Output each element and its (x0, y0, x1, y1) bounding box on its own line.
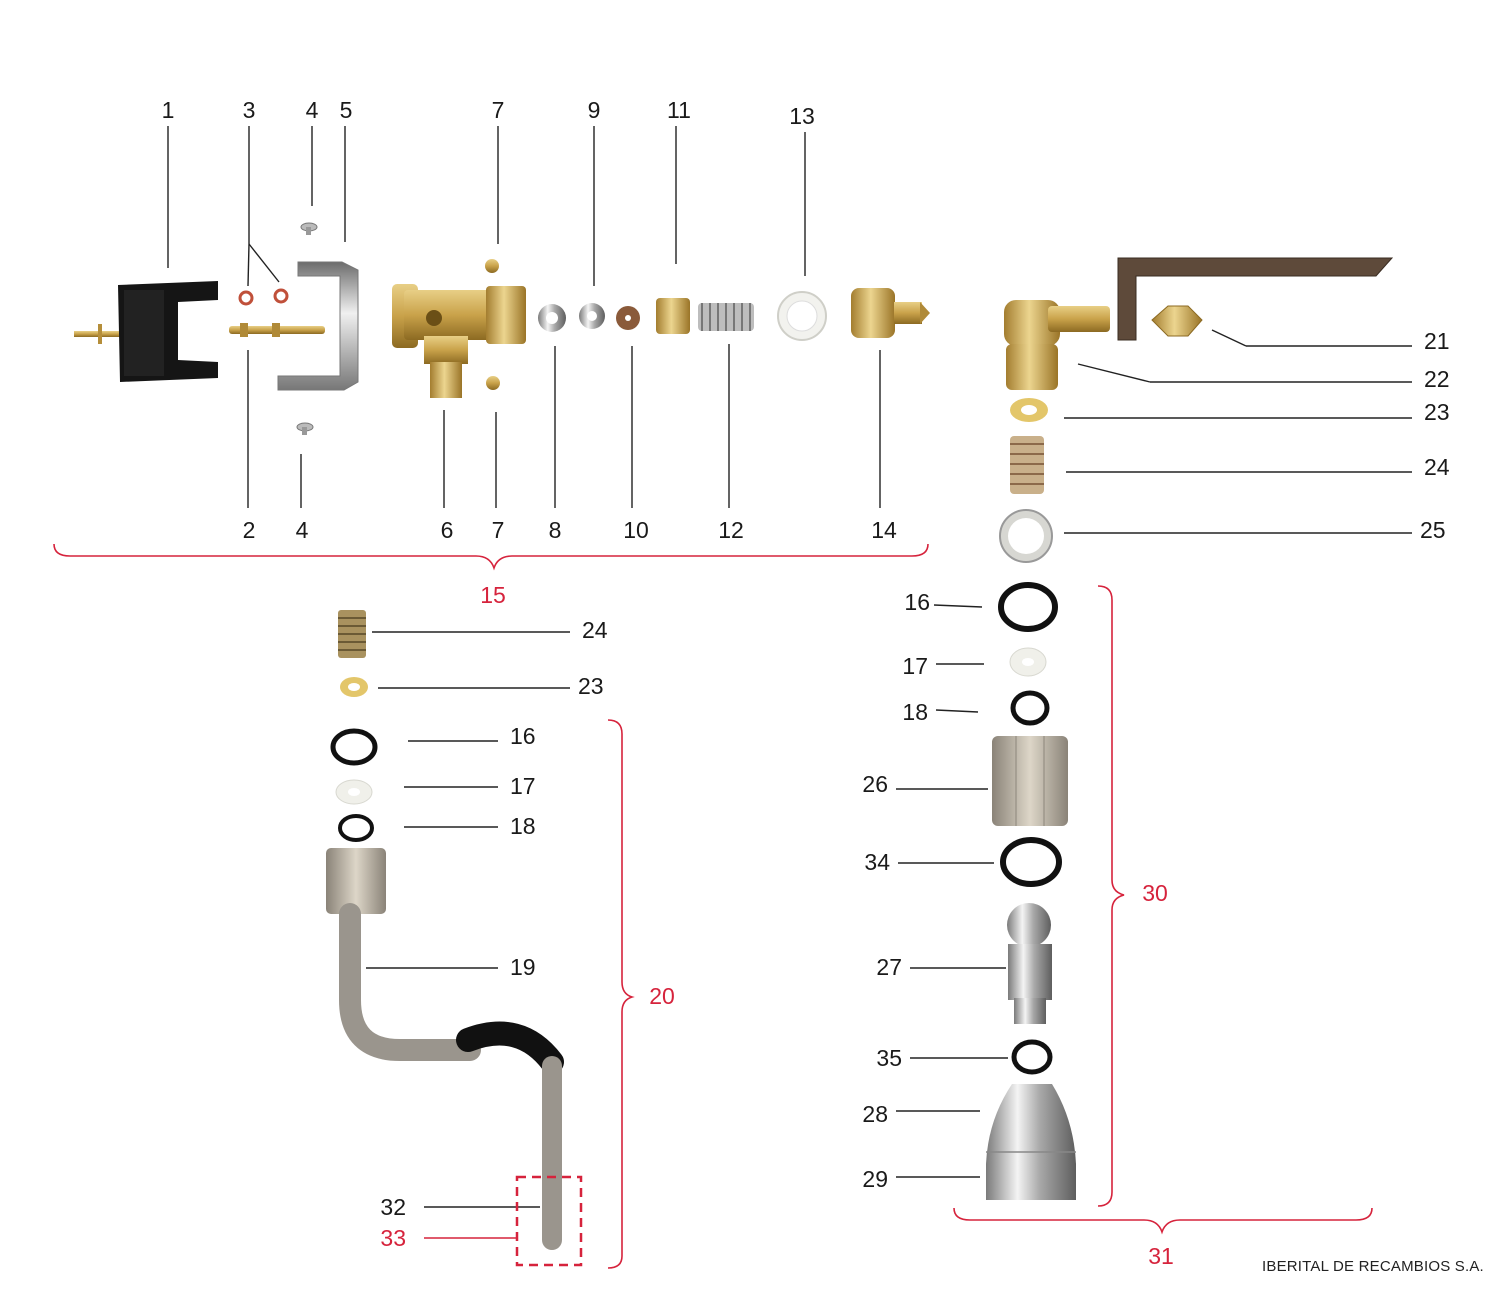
hex-coupling-part (992, 736, 1068, 826)
label-1: 1 (162, 97, 175, 123)
white-washer-part-17-left (335, 779, 373, 805)
label-29: 29 (862, 1166, 888, 1192)
label-32: 32 (380, 1194, 406, 1220)
oring-part-16-left (330, 728, 378, 766)
brace-30 (1097, 585, 1125, 1207)
spring-part-right (1010, 436, 1044, 494)
label-34: 34 (864, 849, 890, 875)
chrome-washer-part (538, 304, 566, 332)
group-label-30: 30 (1142, 880, 1168, 906)
brass-plug-part-bottom (486, 376, 500, 390)
company-footer: IBERITAL DE RECAMBIOS S.A. (1262, 1258, 1484, 1275)
label-11: 11 (667, 97, 691, 123)
white-ring-part (777, 291, 827, 341)
hex-nut-part (1151, 305, 1203, 337)
flat-washer-part (579, 303, 605, 329)
rubber-washer-part (616, 306, 640, 330)
oring-part-18-right (1010, 690, 1050, 726)
valve-stem-part (229, 323, 325, 337)
group-label-15: 15 (480, 582, 506, 608)
brass-nut-part (656, 298, 690, 334)
label-21: 21 (1424, 328, 1450, 354)
label-19: 19 (510, 954, 536, 980)
label-4-bottom: 4 (296, 517, 309, 543)
steam-wand-part (326, 848, 564, 1250)
label-7-bottom: 7 (492, 517, 505, 543)
label-23-right: 23 (1424, 399, 1450, 425)
label-26: 26 (862, 771, 888, 797)
label-17-right: 17 (902, 653, 928, 679)
brass-plug-part-top (485, 259, 499, 273)
label-24-left: 24 (582, 617, 608, 643)
label-4-top: 4 (306, 97, 319, 123)
label-3: 3 (243, 97, 256, 123)
brass-washer-part-left (340, 677, 368, 697)
group-label-31: 31 (1148, 1243, 1174, 1269)
screw-part-top (300, 222, 318, 235)
brass-fitting-part (851, 288, 930, 338)
steel-angle-bracket-part (1117, 257, 1394, 341)
handle-bracket-part (74, 281, 218, 382)
brace-20 (607, 719, 635, 1269)
label-16-left: 16 (510, 723, 536, 749)
label-22: 22 (1424, 366, 1450, 392)
ball-joint-part (1007, 903, 1052, 1024)
group-label-20: 20 (649, 983, 675, 1009)
oring-part-18-left (338, 814, 374, 842)
label-18-right: 18 (902, 699, 928, 725)
valve-body-part (392, 284, 526, 398)
label-14: 14 (871, 517, 897, 543)
label-12: 12 (718, 517, 744, 543)
label-33: 33 (380, 1225, 406, 1251)
label-17-left: 17 (510, 773, 536, 799)
red-orings-part (238, 288, 289, 306)
label-16-right: 16 (904, 589, 930, 615)
screw-part-bottom (296, 422, 314, 435)
grey-ring-part (999, 509, 1053, 563)
label-25: 25 (1420, 517, 1446, 543)
label-7-top: 7 (492, 97, 505, 123)
white-washer-part-17-right (1009, 647, 1047, 677)
label-18-left: 18 (510, 813, 536, 839)
steel-bracket-part (277, 261, 359, 391)
label-2: 2 (243, 517, 256, 543)
label-24-right: 24 (1424, 454, 1450, 480)
label-27: 27 (876, 954, 902, 980)
oring-part-35 (1011, 1039, 1053, 1075)
label-8: 8 (549, 517, 562, 543)
label-5: 5 (340, 97, 353, 123)
label-35: 35 (876, 1045, 902, 1071)
label-10: 10 (623, 517, 649, 543)
brace-15 (53, 543, 929, 571)
label-13: 13 (789, 103, 815, 129)
elbow-fitting-part (1004, 300, 1110, 390)
oring-part-34 (1000, 837, 1062, 887)
label-28: 28 (862, 1101, 888, 1127)
chrome-nozzle-cap-part (986, 1084, 1076, 1200)
oring-part-16-right (998, 582, 1058, 632)
label-9: 9 (588, 97, 601, 123)
spring-part-left (338, 610, 366, 658)
spring-part (698, 303, 754, 331)
part-33-highlight-box (515, 1175, 583, 1267)
brass-washer-part-right (1010, 398, 1048, 422)
label-6: 6 (441, 517, 454, 543)
brace-31 (953, 1207, 1373, 1235)
leader-lines (167, 126, 1412, 1208)
label-23-left: 23 (578, 673, 604, 699)
